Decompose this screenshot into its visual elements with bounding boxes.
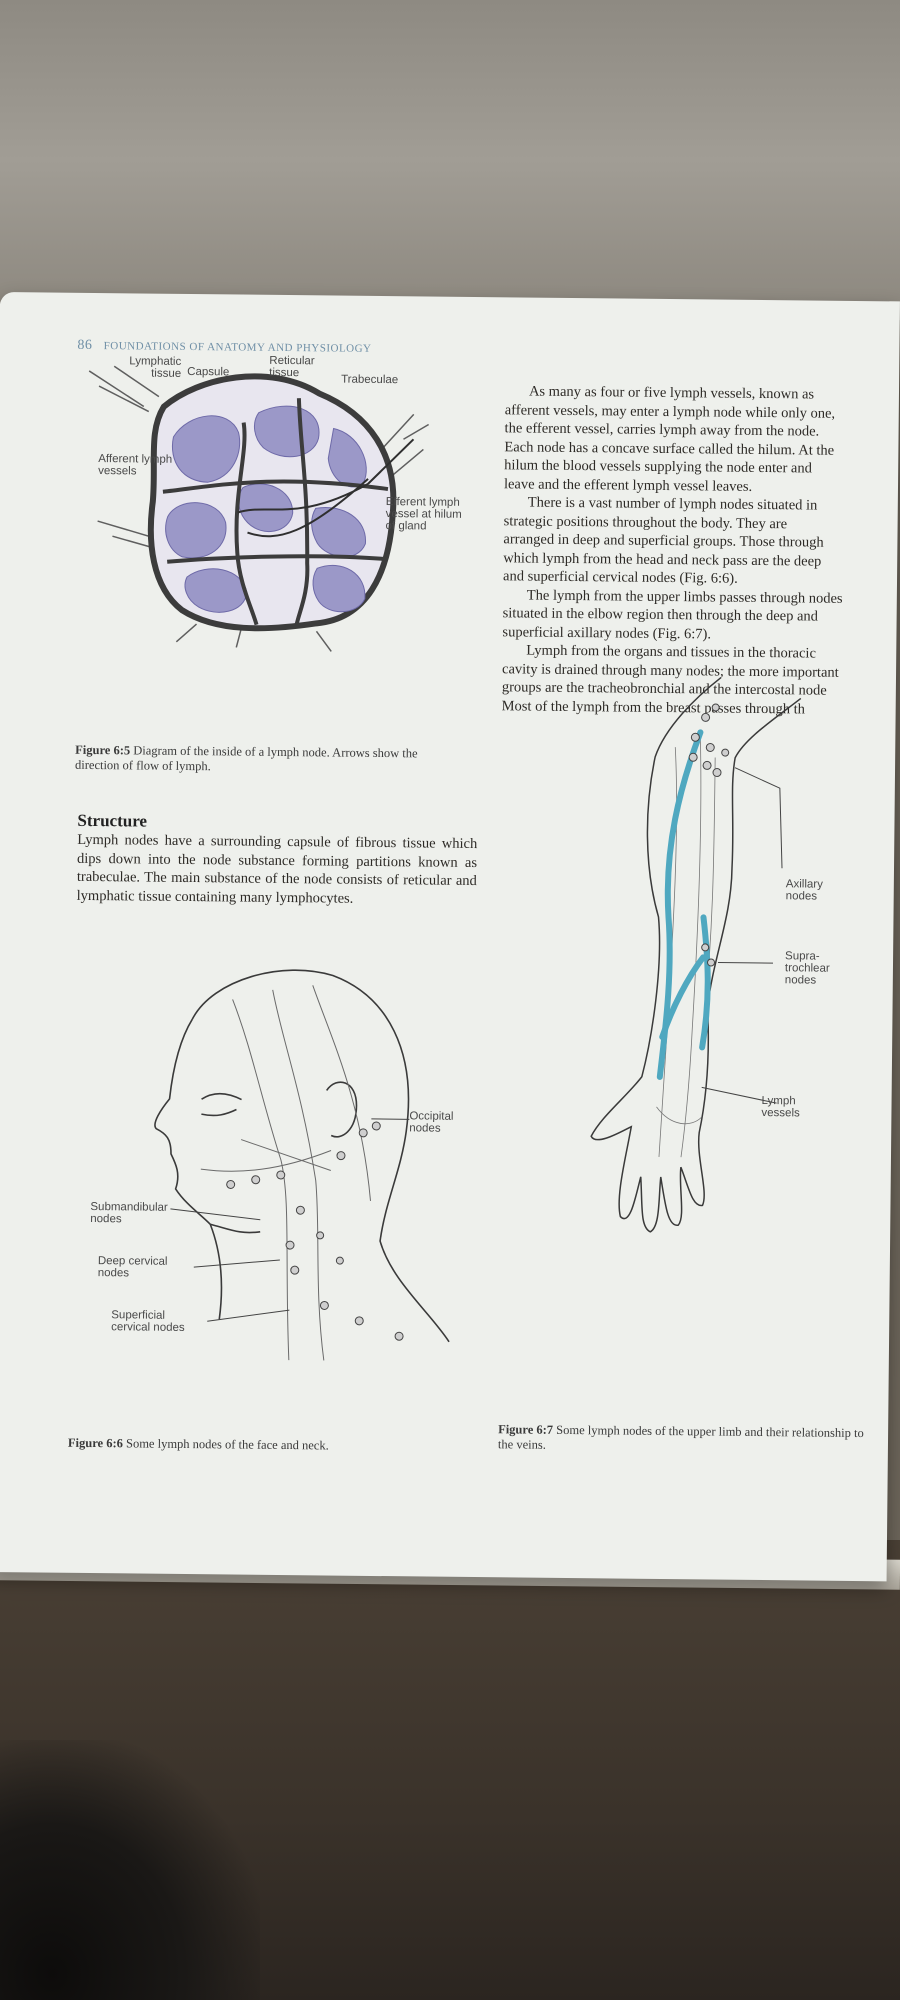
occipital-leader — [371, 1118, 410, 1120]
figure-6-6-label: Figure 6:6 — [67, 1435, 123, 1451]
label-capsule: Capsule — [187, 365, 230, 379]
label-trabeculae: Trabeculae — [341, 373, 399, 387]
label-reticular-tissue: Reticular tissue — [269, 354, 315, 380]
arm-diagram — [590, 676, 802, 1233]
book-page: 86 FOUNDATIONS OF ANATOMY AND PHYSIOLOGY… — [0, 292, 900, 1582]
label-submandibular-nodes: Submandibular nodes — [90, 1200, 168, 1226]
figure-6-6-text: Some lymph nodes of the face and neck. — [125, 1436, 329, 1453]
structure-heading: Structure — [77, 810, 148, 831]
background-top — [0, 0, 900, 320]
label-afferent-vessels: Afferent lymph vessels — [98, 453, 173, 478]
label-axillary-nodes: Axillary nodes — [785, 878, 823, 903]
head-neck-diagram — [154, 969, 450, 1361]
figure-6-5-label: Figure 6:5 — [75, 742, 131, 758]
body-text-right: As many as four or five lymph vessels, k… — [502, 382, 899, 719]
figure-6-5-caption: Figure 6:5 Diagram of the inside of a ly… — [75, 743, 455, 777]
label-lymphatic-tissue: Lymphatic tissue — [129, 355, 182, 380]
figure-6-7-caption: Figure 6:7 Some lymph nodes of the upper… — [498, 1422, 878, 1456]
head-label-leaders — [170, 1208, 290, 1322]
figure-6-7-text: Some lymph nodes of the upper limb and t… — [497, 1422, 864, 1452]
lymph-node-diagram — [88, 365, 430, 652]
background-shadow — [0, 1740, 260, 2000]
structure-text: Lymph nodes have a surrounding capsule o… — [76, 831, 478, 907]
figure-6-7-label: Figure 6:7 — [498, 1422, 554, 1437]
label-occipital-nodes: Occipital nodes — [409, 1110, 454, 1135]
label-efferent-vessel: Efferent lymph vessel at hilum of gland — [385, 496, 462, 533]
figure-6-6-caption: Figure 6:6 Some lymph nodes of the face … — [68, 1436, 448, 1455]
label-lymph-vessels: Lymph vessels — [761, 1095, 800, 1120]
label-supratrochlear-nodes: Supra- trochlear nodes — [784, 950, 830, 987]
label-deep-cervical-nodes: Deep cervical nodes — [97, 1255, 168, 1280]
